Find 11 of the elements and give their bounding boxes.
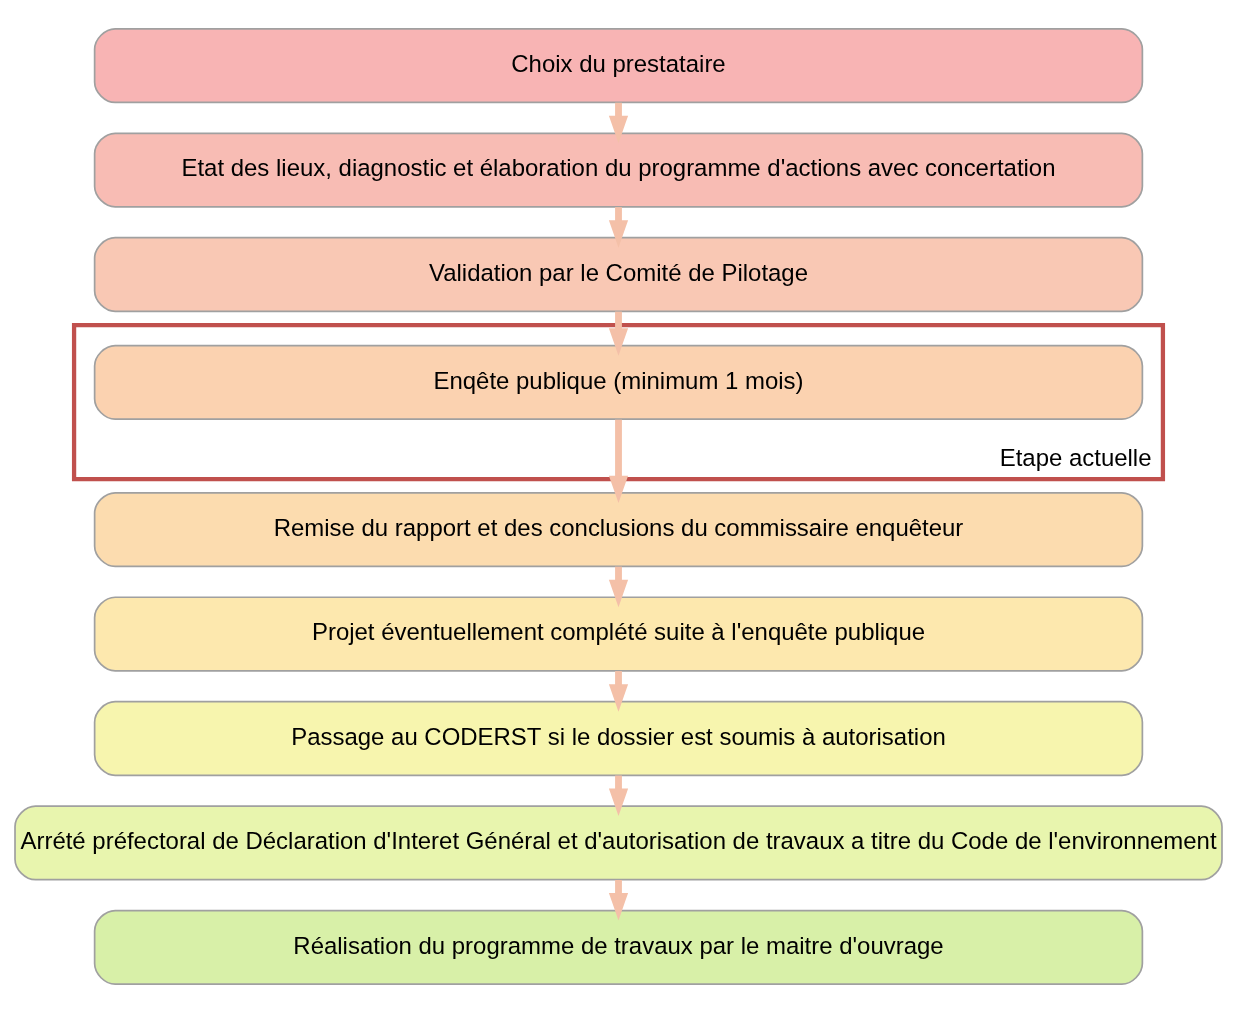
arrow — [608, 311, 629, 356]
node-box: Etat des lieux, diagnostic et élaboration du programme d'actions avec concertation — [93, 131, 1144, 208]
arrow — [608, 419, 629, 503]
node-box: Choix du prestataire — [93, 27, 1144, 103]
node-box: Projet éventuellement complété suite à l'enquête publique — [93, 595, 1144, 672]
node-box: Remise du rapport et des conclusions du commissaire enquêteur — [93, 491, 1144, 567]
node-box: Validation par le Comité de Pilotage — [93, 236, 1144, 312]
node-box: Arrété préfectoral de Déclaration d'Interet Général et d'autorisation de travaux a titre du Code de l'environnement — [14, 804, 1223, 881]
node-box: Réalisation du programme de travaux par le maitre d'ouvrage — [93, 909, 1144, 985]
node-box: Passage au CODERST si le dossier est soumis à autorisation — [93, 700, 1144, 776]
node-box: Enqête publique (minimum 1 mois) — [93, 344, 1144, 420]
